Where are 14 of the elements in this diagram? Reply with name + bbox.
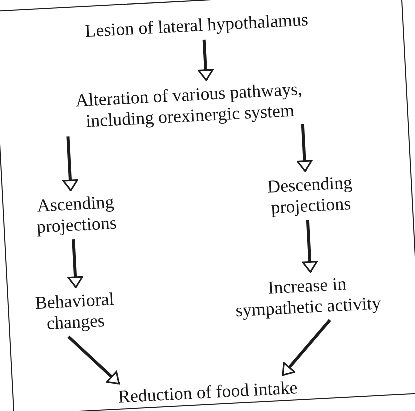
arrow: [282, 319, 332, 376]
flow-step: Descending projections: [257, 171, 364, 220]
arrow: [68, 239, 84, 288]
flow-step: Alteration of various pathways, including orexinergic system: [61, 78, 318, 134]
arrow: [297, 124, 313, 172]
arrow: [68, 336, 120, 385]
arrow: [302, 220, 318, 273]
flow-step: Ascending projections: [25, 190, 128, 240]
arrow: [198, 40, 214, 82]
flow-step: Behavioral changes: [24, 288, 126, 336]
flow-step: Lesion of lateral hypothalamus: [84, 9, 309, 43]
arrow: [62, 136, 78, 192]
flow-step: Reduction of food intake: [118, 378, 298, 408]
flow-step: Increase in sympathetic activity: [222, 271, 393, 323]
